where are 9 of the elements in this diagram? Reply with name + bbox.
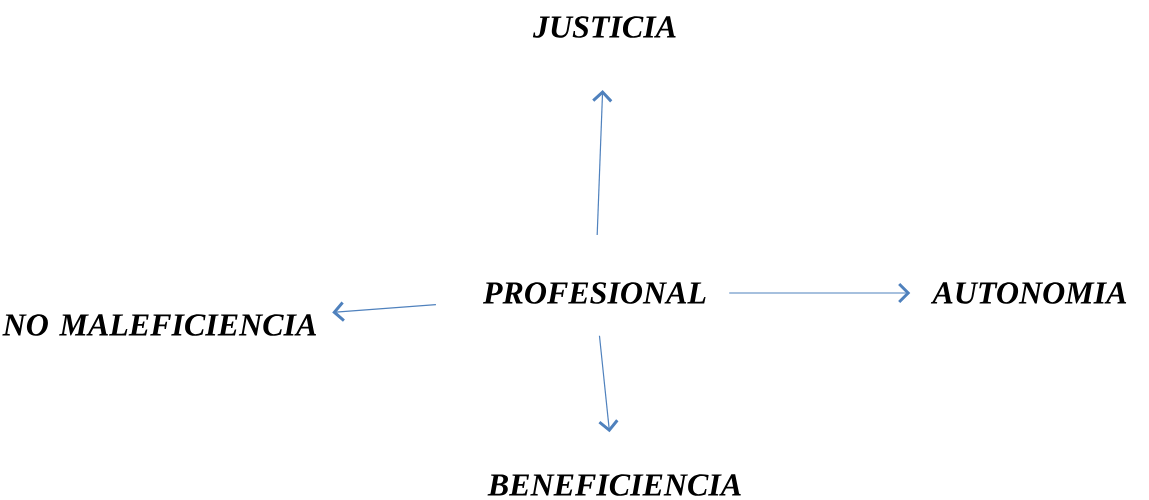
label-text: NO MALEFICIENCIA [2, 314, 317, 336]
label-text: BENEFICIENCIA [487, 474, 741, 496]
arrow [598, 335, 619, 433]
label-text: PROFESIONAL [482, 282, 706, 304]
arrow [728, 282, 911, 304]
label-text: AUTONOMIA [930, 282, 1127, 304]
arrow [592, 89, 613, 236]
label-text: JUSTICIA [532, 16, 676, 38]
arrow [332, 301, 437, 322]
